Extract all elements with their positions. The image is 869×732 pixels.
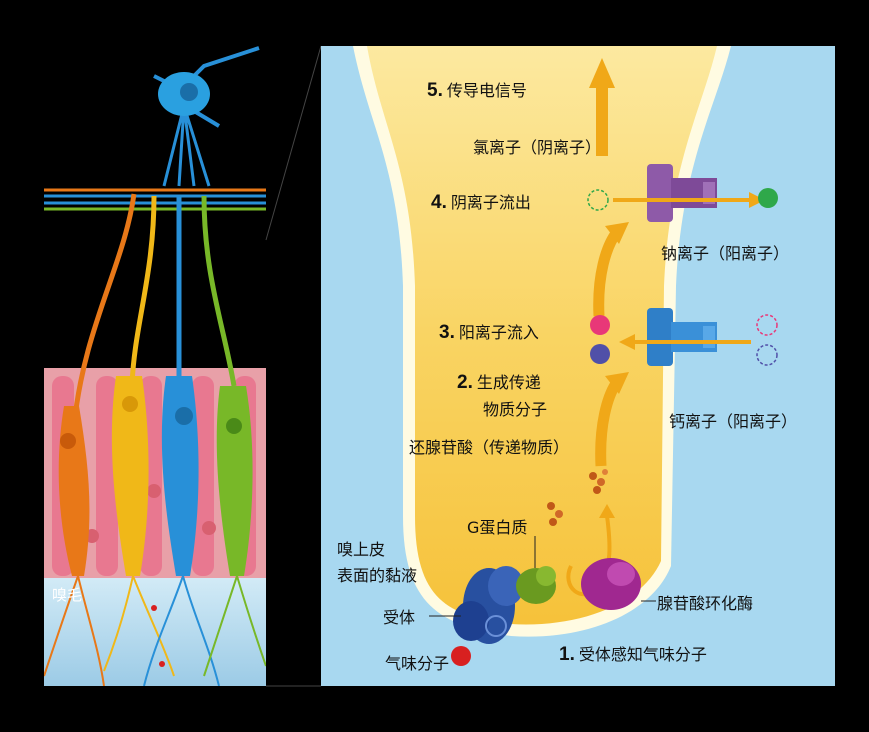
- calcium-label: 钙离子（阳离子）: [669, 412, 798, 431]
- gprotein-label: G蛋白质: [467, 518, 528, 537]
- step-arrow-4-head: [605, 222, 629, 244]
- camp-molecules: [547, 469, 608, 526]
- transduction-svg: [321, 46, 835, 686]
- sodium-ion-inside: [590, 315, 610, 335]
- signal-transduction-diagram: 5.传导电信号 氯离子（阴离子） 4.阴离子流出 钠离子（阳离子） 3.阳离子流…: [321, 46, 835, 686]
- receptor-protein: [453, 566, 524, 644]
- cilia: [44, 575, 266, 686]
- adenylate-label: 腺苷酸环化酶: [657, 594, 754, 613]
- olfactory-neurons: [58, 193, 253, 576]
- anion-efflux-arrow-head: [749, 192, 765, 208]
- receptor-label: 受体: [383, 608, 416, 627]
- epithelium-svg: [44, 46, 266, 686]
- calcium-ion-outside: [756, 344, 778, 366]
- odorant-molecule: [451, 646, 471, 666]
- step3-label: 3.阳离子流入: [439, 322, 539, 343]
- sodium-label: 钠离子（阳离子）: [661, 244, 790, 263]
- mitral-cell: [153, 46, 260, 187]
- step5-label: 5.传导电信号: [427, 80, 527, 101]
- chloride-label: 氯离子（阴离子）: [473, 138, 602, 157]
- camp-generation-arrow-head: [599, 504, 615, 518]
- g-protein: [516, 566, 556, 604]
- cation-influx-arrow-head: [619, 334, 635, 350]
- cation-channel: [647, 308, 717, 366]
- odorant-label: 气味分子: [385, 654, 450, 673]
- camp-label: 还腺苷酸（传递物质）: [409, 438, 570, 457]
- mucus-label-line1: 嗅上皮: [337, 540, 386, 559]
- step4-label: 4.阴离子流出: [431, 192, 531, 213]
- chloride-ion-outside: [758, 188, 778, 208]
- cytoplasm: [367, 46, 717, 625]
- mucus-label-line2: 表面的黏液: [337, 566, 418, 585]
- adenylate-cyclase: [581, 558, 641, 610]
- signal-arrow-head: [589, 58, 615, 88]
- chloride-ion-inside: [587, 189, 609, 211]
- step1-label: 1.受体感知气味分子: [559, 644, 707, 665]
- step-arrow-3-head: [605, 372, 629, 394]
- odorant-dot: [151, 605, 157, 611]
- step2-label-line2: 物质分子: [483, 400, 548, 419]
- odorant-dot: [159, 661, 165, 667]
- step2-label-line1: 2.生成传递: [457, 372, 541, 393]
- olfactory-epithelium-illustration: 嗅毛: [44, 46, 266, 686]
- chloride-channel: [647, 164, 717, 222]
- calcium-ion-inside: [590, 344, 610, 364]
- sodium-ion-outside: [756, 314, 778, 336]
- cilia-label: 嗅毛: [52, 586, 83, 604]
